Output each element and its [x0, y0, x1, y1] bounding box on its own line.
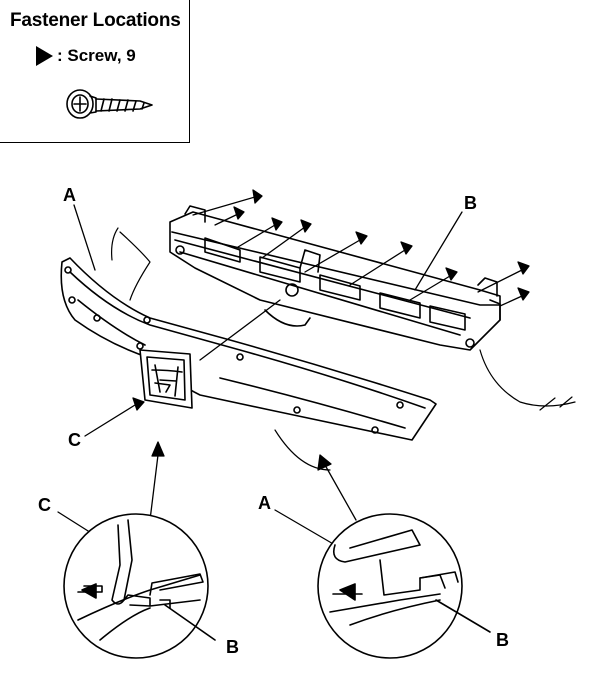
grille-strip	[60, 257, 437, 441]
label-a-main: A	[63, 185, 76, 205]
inset-left	[63, 513, 216, 659]
screw-arrows	[192, 189, 530, 307]
inset-right	[317, 513, 491, 659]
label-c-inset: C	[38, 495, 51, 515]
legend-box	[0, 0, 190, 143]
label-b-inset-left: B	[226, 637, 239, 657]
diagram-title: Fastener Locations	[10, 10, 181, 31]
label-b-main: B	[464, 193, 477, 213]
legend-text: : Screw, 9	[57, 46, 136, 65]
label-c-main: C	[68, 430, 81, 450]
label-b-inset-right: B	[496, 630, 509, 650]
upper-bracket	[169, 205, 501, 351]
leader-lines	[57, 204, 463, 549]
label-a-inset: A	[258, 493, 271, 513]
screw-icon	[66, 89, 153, 119]
triangle-arrow-icon	[36, 46, 53, 66]
bumper-outline	[111, 227, 576, 471]
legend-row: : Screw, 9	[36, 46, 136, 66]
